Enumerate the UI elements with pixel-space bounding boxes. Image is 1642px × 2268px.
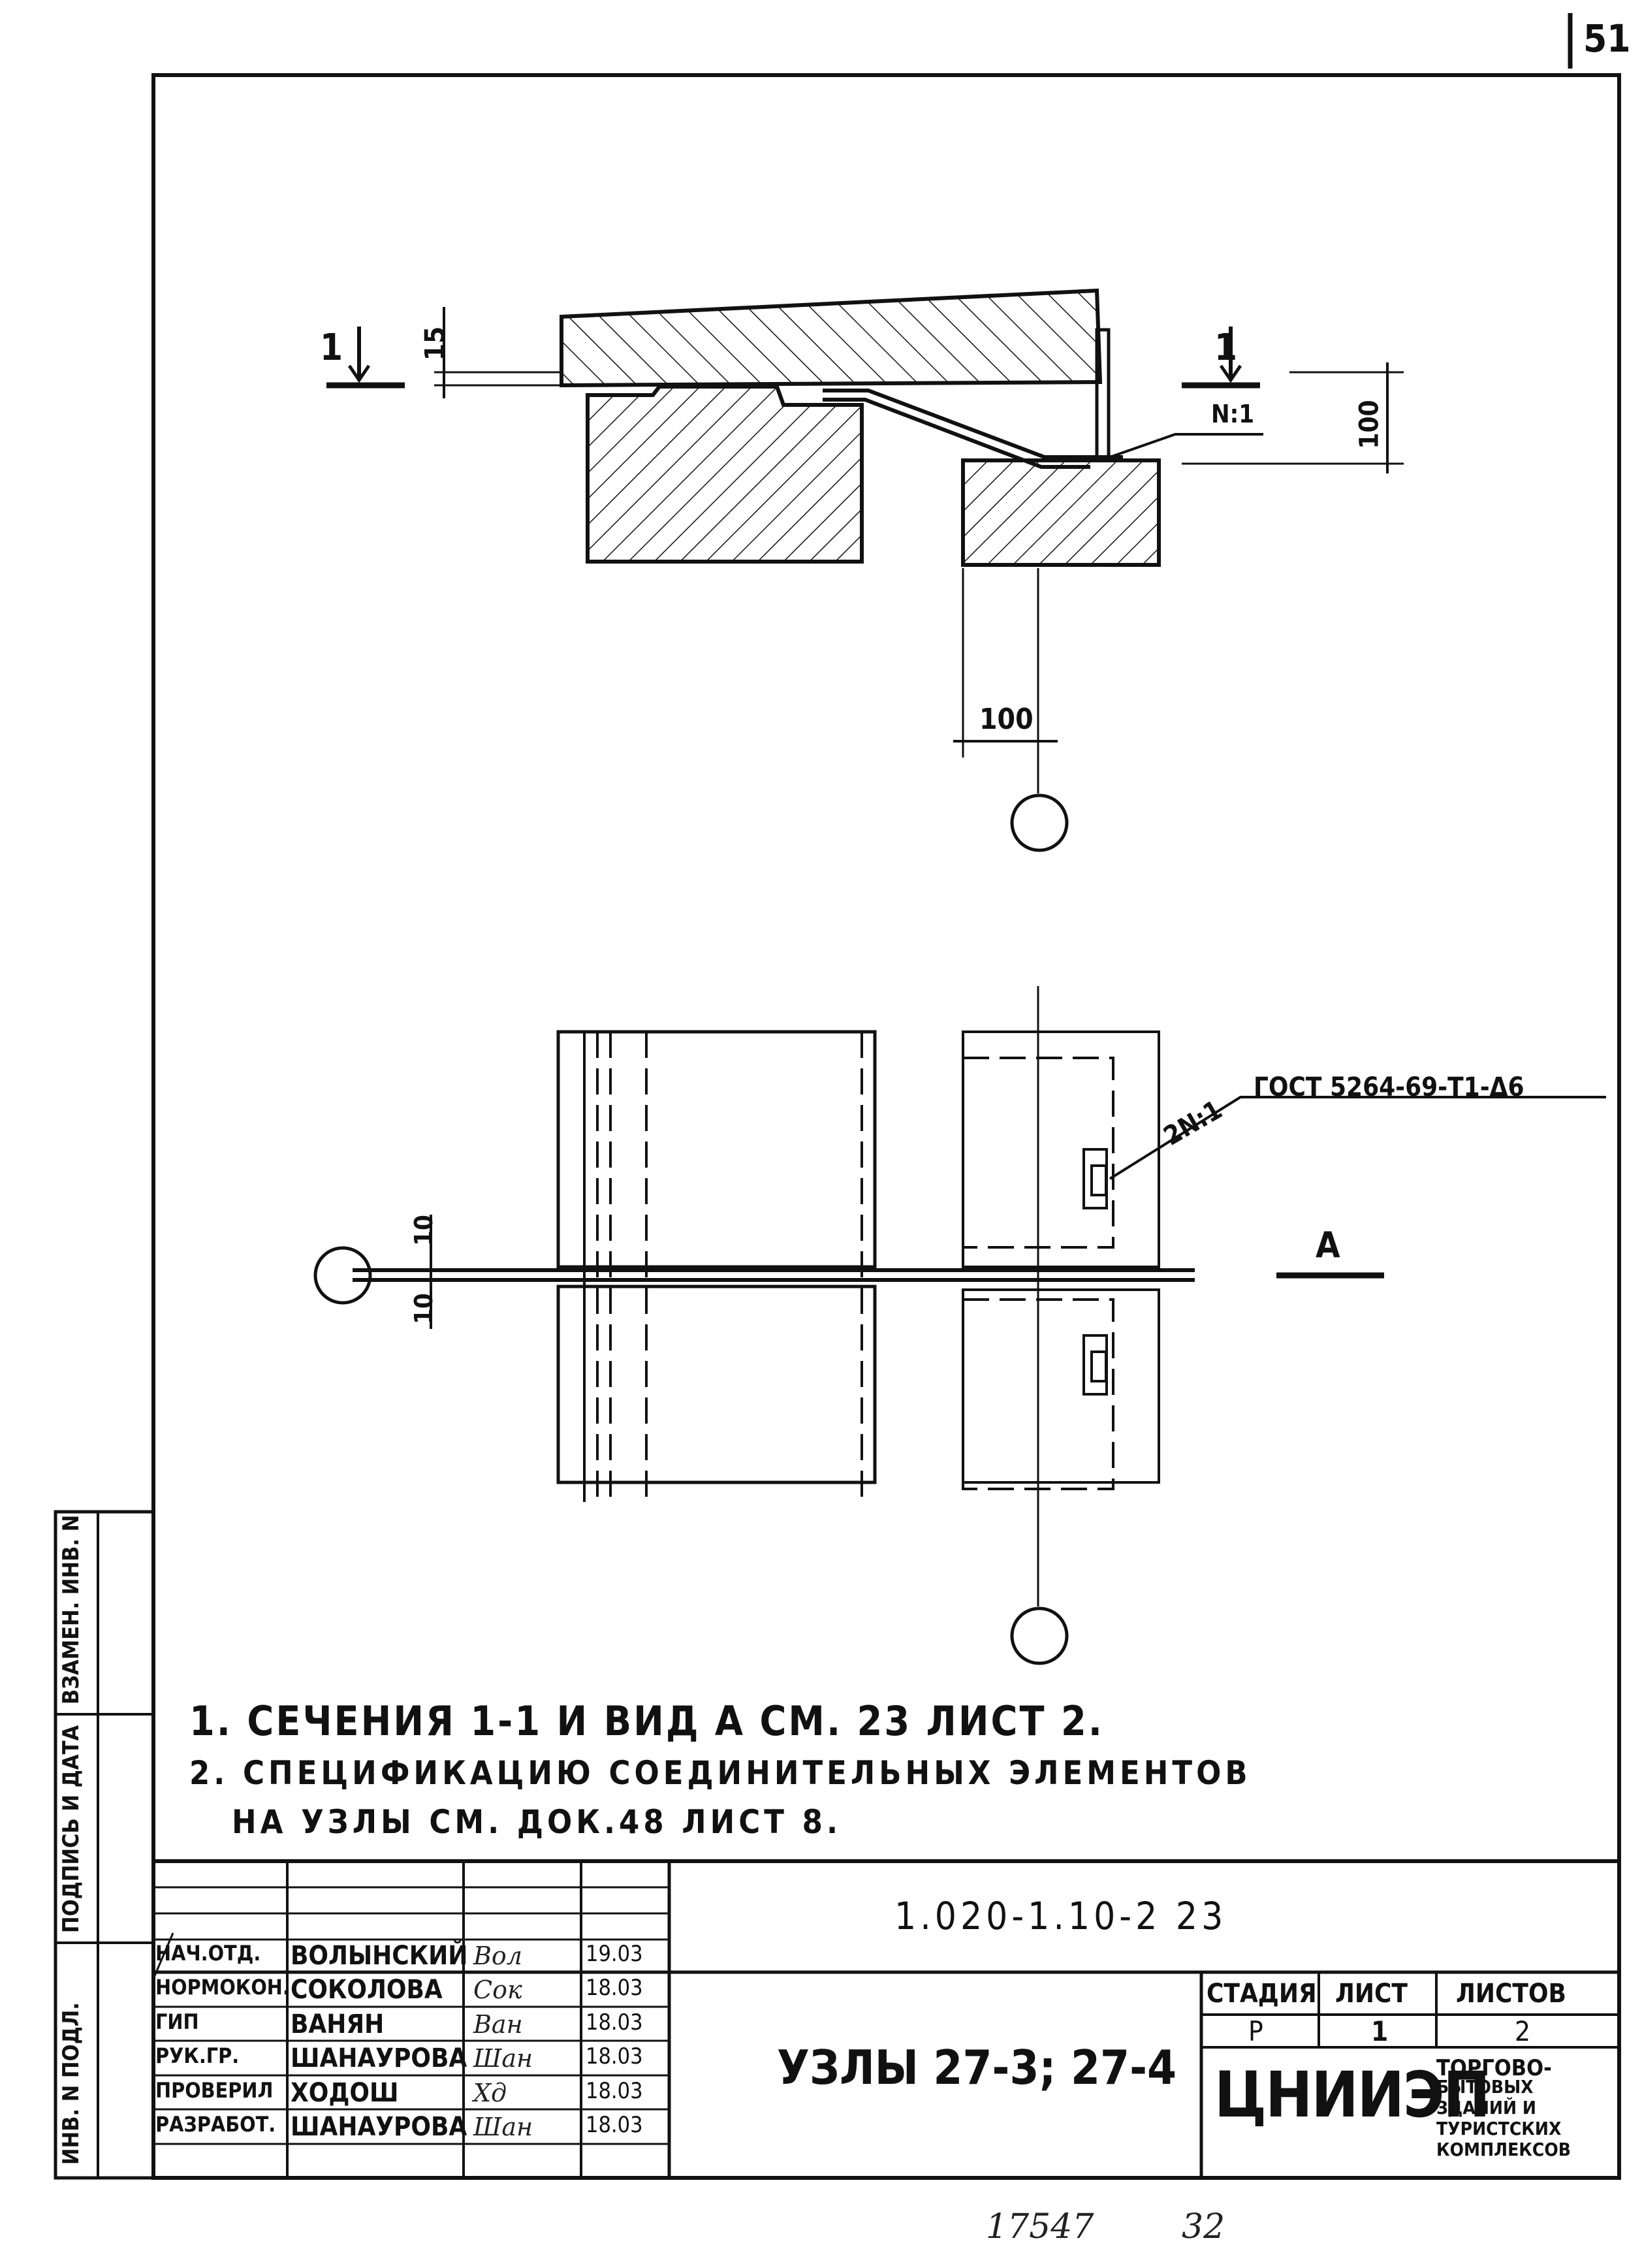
weld-note: N:1 (1211, 400, 1255, 428)
org-text-line: ТУРИСТСКИХ (1436, 2118, 1562, 2139)
staff-name: ВАНЯН (291, 2009, 385, 2039)
section-mark-left: 1 (320, 327, 343, 369)
sheets-header: ЛИСТОВ (1456, 1979, 1566, 2009)
staff-name: ШАНАУРОВА (291, 2112, 467, 2142)
staff-role: НАЧ.ОТД. (155, 1941, 261, 1966)
staff-date: 18.03 (586, 2112, 643, 2138)
staff-date: 18.03 (586, 1975, 643, 2001)
note-1: 1. СЕЧЕНИЯ 1-1 И ВИД А СМ. 23 ЛИСТ 2. (189, 1697, 1104, 1745)
view-label: А (1316, 1224, 1340, 1266)
staff-name: ВОЛЫНСКИЙ (291, 1941, 468, 1971)
staff-signature: Шан (473, 2044, 533, 2073)
drawing-title: УЗЛЫ 27-3; 27-4 (777, 2040, 1177, 2095)
staff-date: 18.03 (586, 2078, 643, 2104)
staff-role: ГИП (155, 2009, 199, 2034)
staff-name: ХОДОШ (291, 2078, 399, 2108)
gap-bottom-dim: 10 (409, 1293, 438, 1324)
staff-signature: Хд (473, 2079, 507, 2107)
staff-date: 19.03 (586, 1941, 643, 1967)
staff-date: 18.03 (586, 2009, 643, 2036)
doc-code: 1.020-1.10-2 23 (894, 1894, 1227, 1938)
gap-top-dim: 10 (409, 1215, 438, 1246)
note-2: 2. СПЕЦИФИКАЦИЮ СОЕДИНИТЕЛЬНЫХ ЭЛЕМЕНТОВ (189, 1754, 1252, 1792)
staff-signature: Ван (473, 2010, 523, 2039)
staff-signature: Сок (473, 1975, 522, 2004)
footer-number: 17547 (986, 2207, 1094, 2246)
stage-header: СТАДИЯ (1207, 1979, 1317, 2009)
stamp-inv-podl: ИНВ. N ПОДЛ. (58, 2002, 84, 2165)
org-text-line: ЗДАНИЙ И (1436, 2097, 1536, 2118)
section-mark-right: 1 (1214, 327, 1238, 369)
staff-signature: Шан (473, 2113, 533, 2141)
stamp-podpis-data: ПОДПИСЬ И ДАТА (58, 1725, 84, 1933)
org-text-line: ТОРГОВО- (1436, 2055, 1552, 2081)
staff-name: ШАНАУРОВА (291, 2043, 467, 2073)
sheet-header: ЛИСТ (1335, 1979, 1408, 2009)
staff-role: ПРОВЕРИЛ (155, 2078, 274, 2103)
staff-date: 18.03 (586, 2043, 643, 2069)
staff-signature: Вол (473, 1941, 522, 1970)
dim-offset: 100 (979, 703, 1034, 736)
gost-label: ГОСТ 5264-69-Т1-Δ6 (1254, 1072, 1524, 1102)
sheets-value: 2 (1515, 2015, 1531, 2047)
dim-height: 100 (1354, 400, 1385, 449)
org-text-line: КОМПЛЕКСОВ (1436, 2139, 1571, 2160)
stamp-vzamen: ВЗАМЕН. ИНВ. N (58, 1514, 84, 1704)
staff-role: РАЗРАБОТ. (155, 2112, 276, 2137)
org-logo: ЦНИИЭП (1214, 2058, 1491, 2132)
staff-role: НОРМОКОН. (155, 1975, 290, 2000)
staff-role: РУК.ГР. (155, 2043, 240, 2068)
footer-page: 32 (1182, 2207, 1225, 2246)
note-3: НА УЗЛЫ СМ. ДОК.48 ЛИСТ 8. (232, 1803, 842, 1841)
org-text-line: БЫТОВЫХ (1436, 2076, 1534, 2098)
page-number: 51 (1583, 16, 1631, 61)
dim-thickness: 15 (418, 326, 451, 361)
stage-value: Р (1248, 2015, 1263, 2047)
sheet-value: 1 (1371, 2015, 1389, 2047)
staff-name: СОКОЛОВА (291, 1975, 443, 2005)
